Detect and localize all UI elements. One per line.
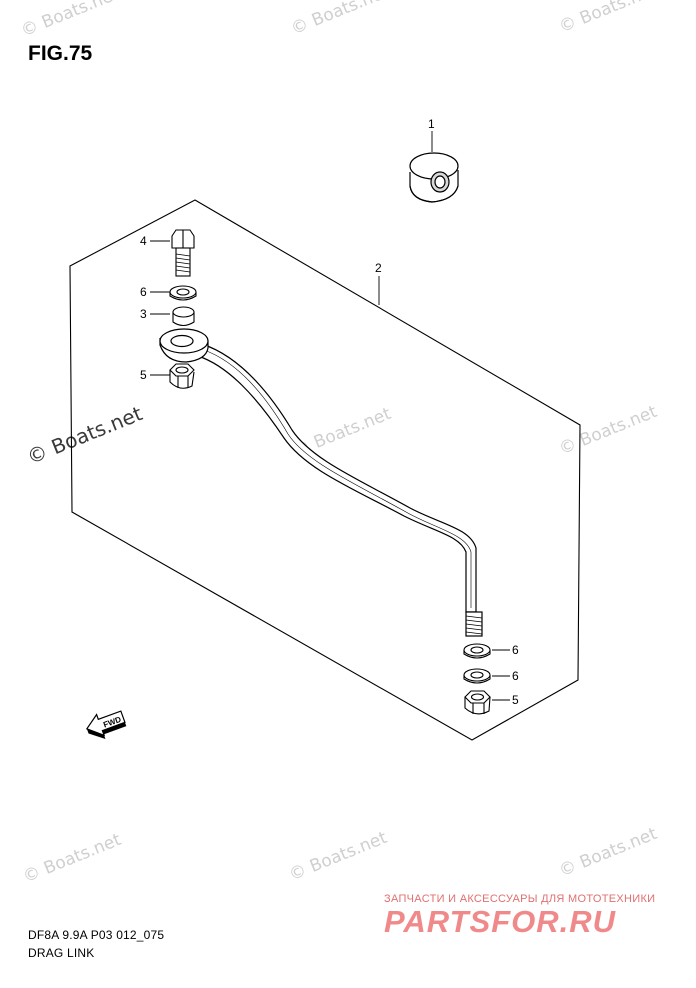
part-bolt xyxy=(171,229,195,277)
part-collar xyxy=(409,152,459,203)
brand-tagline: ЗАПЧАСТИ И АКСЕССУАРЫ ДЛЯ МОТОТЕХНИКИ xyxy=(384,893,656,905)
callout-1: 1 xyxy=(428,117,435,131)
part-washer xyxy=(169,285,197,301)
figure-title: FIG.75 xyxy=(28,42,93,65)
callout-3: 3 xyxy=(140,307,147,321)
figure-name: DRAG LINK xyxy=(28,946,95,960)
part-nut xyxy=(464,690,491,715)
part-spacer xyxy=(172,306,195,327)
callout-6: 6 xyxy=(512,669,519,683)
callout-2: 2 xyxy=(375,261,382,275)
part-washer xyxy=(463,668,491,684)
part-washer xyxy=(463,643,491,659)
callout-6: 6 xyxy=(512,643,519,657)
assembly-box-outline xyxy=(69,199,581,741)
callout-5: 5 xyxy=(140,368,147,382)
brand-logo: PARTSFOR.RU xyxy=(384,904,617,939)
figure-code: DF8A 9.9A P03 012_075 xyxy=(28,928,165,942)
callout-4: 4 xyxy=(140,234,147,248)
part-nut xyxy=(169,363,195,389)
callout-5: 5 xyxy=(512,693,519,707)
callout-6: 6 xyxy=(140,285,147,299)
fwd-arrow-icon: FWD xyxy=(85,710,127,740)
part-drag-link xyxy=(159,328,483,637)
